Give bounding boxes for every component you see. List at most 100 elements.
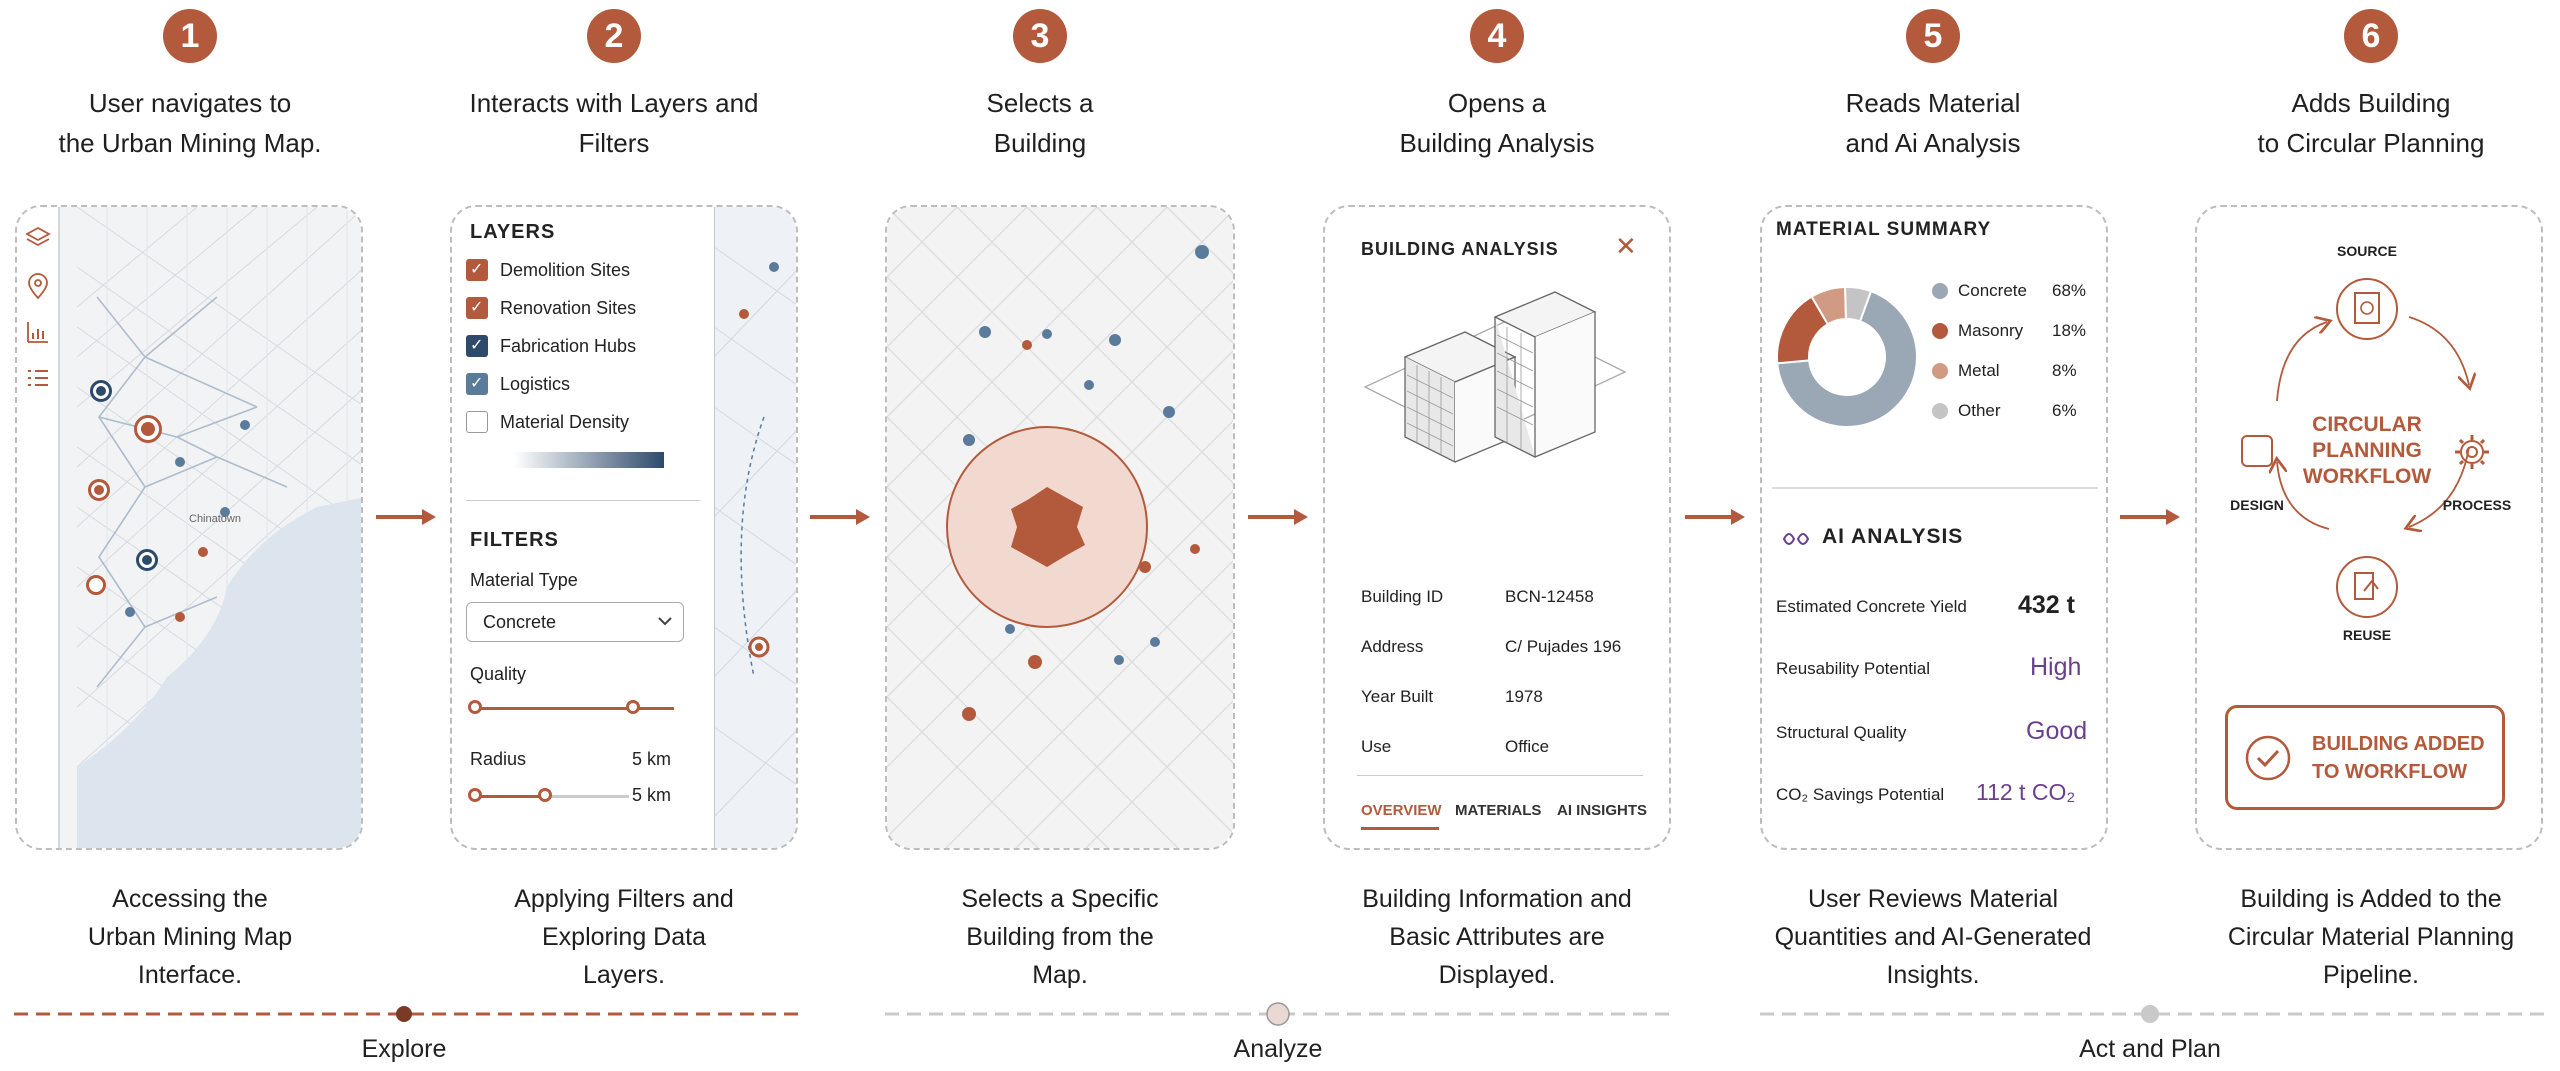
- map-marker[interactable]: [175, 457, 185, 467]
- radius-value: 5 km: [632, 749, 672, 769]
- building-id-value: BCN-12458: [1505, 587, 1594, 606]
- map-marker[interactable]: [198, 547, 208, 557]
- material-donut-chart: [1776, 285, 1918, 428]
- use-value: Office: [1505, 737, 1550, 756]
- cycle-arrows: [2197, 278, 2543, 618]
- legend-swatch-masonry: [1932, 323, 1948, 339]
- urban-mining-map-panel: Chinatown: [15, 205, 363, 850]
- select-building-panel: [885, 205, 1235, 850]
- chevron-down-icon: [658, 617, 672, 626]
- map-marker[interactable]: [136, 549, 158, 571]
- reuse-label: REUSE: [2342, 627, 2392, 643]
- structural-quality-value: Good: [2026, 717, 2088, 745]
- quality-slider[interactable]: [468, 700, 674, 714]
- material-summary-title: MATERIAL SUMMARY: [1776, 219, 1992, 240]
- renovation-sites-checkbox[interactable]: ✓: [466, 297, 488, 319]
- legend-other: Other: [1958, 401, 2001, 420]
- tab-overview-underline: [1361, 827, 1439, 830]
- arrow-2-to-3: [810, 509, 870, 525]
- demolition-sites-label: Demolition Sites: [500, 260, 631, 280]
- city-grid-map[interactable]: [887, 207, 1235, 850]
- map-marker[interactable]: [134, 415, 162, 443]
- co2-savings-value: 112 t CO₂: [1976, 779, 2076, 805]
- legend-swatch-concrete: [1932, 283, 1948, 299]
- legend-swatch-other: [1932, 403, 1948, 419]
- location-pin-icon[interactable]: [25, 272, 51, 300]
- legend-metal: Metal: [1958, 361, 2000, 380]
- map-marker[interactable]: [220, 507, 230, 517]
- layers-icon[interactable]: [25, 225, 51, 251]
- phase-analyze: Analyze: [1233, 1035, 1323, 1063]
- material-density-checkbox[interactable]: [466, 411, 488, 433]
- city-map[interactable]: [17, 207, 363, 850]
- arrow-1-to-2: [376, 509, 436, 525]
- source-label: SOURCE: [2337, 243, 2397, 259]
- address-key: Address: [1361, 637, 1424, 656]
- structural-quality-label: Structural Quality: [1776, 723, 1907, 742]
- building-analysis-panel: BUILDING ANALYSIS ✕ Building ID BCN-1245…: [1323, 205, 1671, 850]
- legend-concrete-pct: 68%: [2052, 281, 2087, 300]
- list-icon[interactable]: [25, 365, 51, 391]
- year-built-key: Year Built: [1361, 687, 1434, 706]
- estimated-yield-value: 432 t: [2018, 591, 2075, 619]
- step-6-number: 6: [2344, 9, 2398, 63]
- step-4-number: 4: [1470, 9, 1524, 63]
- reusability-label: Reusability Potential: [1776, 659, 1931, 678]
- gear-icon: [2455, 435, 2489, 469]
- close-icon[interactable]: ✕: [1615, 231, 1637, 261]
- map-marker[interactable]: [175, 612, 185, 622]
- legend-other-pct: 6%: [2052, 401, 2077, 420]
- layers-filters-panel: LAYERS ✓ Demolition Sites ✓ Renovation S…: [450, 205, 798, 850]
- phase-timeline: [14, 1002, 2545, 1026]
- map-marker[interactable]: [88, 479, 110, 501]
- phase-explore: Explore: [361, 1035, 447, 1063]
- co2-savings-label: CO₂ Savings Potential: [1776, 785, 1945, 804]
- building-isometric-icon: [1363, 291, 1627, 464]
- tab-materials[interactable]: MATERIALS: [1455, 802, 1542, 819]
- step-1-number: 1: [163, 9, 217, 63]
- map-place-label: Chinatown: [189, 513, 241, 525]
- radius-label: Radius: [470, 749, 527, 769]
- tab-ai-insights[interactable]: AI INSIGHTS: [1557, 802, 1648, 819]
- material-type-select[interactable]: Concrete: [466, 602, 684, 642]
- legend-concrete: Concrete: [1958, 281, 2027, 300]
- ai-sparkle-icon: [1782, 533, 1810, 545]
- map-strip: [714, 207, 796, 848]
- map-marker[interactable]: [86, 575, 106, 595]
- design-label: DESIGN: [2230, 497, 2284, 513]
- legend-swatch-metal: [1932, 363, 1948, 379]
- building-analysis-title: BUILDING ANALYSIS: [1361, 239, 1559, 259]
- map-marker[interactable]: [125, 607, 135, 617]
- tab-overview[interactable]: OVERVIEW: [1361, 802, 1442, 819]
- map-marker[interactable]: [240, 420, 250, 430]
- radius-slider[interactable]: [468, 788, 629, 802]
- radius-value-secondary: 5 km: [632, 785, 672, 805]
- arrow-4-to-5: [1685, 509, 1745, 525]
- map-marker[interactable]: [90, 380, 112, 402]
- ai-analysis-title: AI ANALYSIS: [1822, 525, 1964, 548]
- legend-masonry-pct: 18%: [2052, 321, 2087, 340]
- donut-slice-other: [1844, 286, 1873, 323]
- demolition-sites-checkbox[interactable]: ✓: [466, 259, 488, 281]
- logistics-checkbox[interactable]: ✓: [466, 373, 488, 395]
- renovation-sites-label: Renovation Sites: [500, 298, 637, 318]
- material-type-label: Material Type: [470, 570, 578, 590]
- chart-icon[interactable]: [25, 319, 51, 345]
- step-5-number: 5: [1906, 9, 1960, 63]
- step-2-number: 2: [587, 9, 641, 63]
- reuse-icon: [2354, 572, 2379, 600]
- quality-label: Quality: [470, 664, 527, 684]
- fabrication-hubs-checkbox[interactable]: ✓: [466, 335, 488, 357]
- fabrication-hubs-label: Fabrication Hubs: [500, 336, 637, 356]
